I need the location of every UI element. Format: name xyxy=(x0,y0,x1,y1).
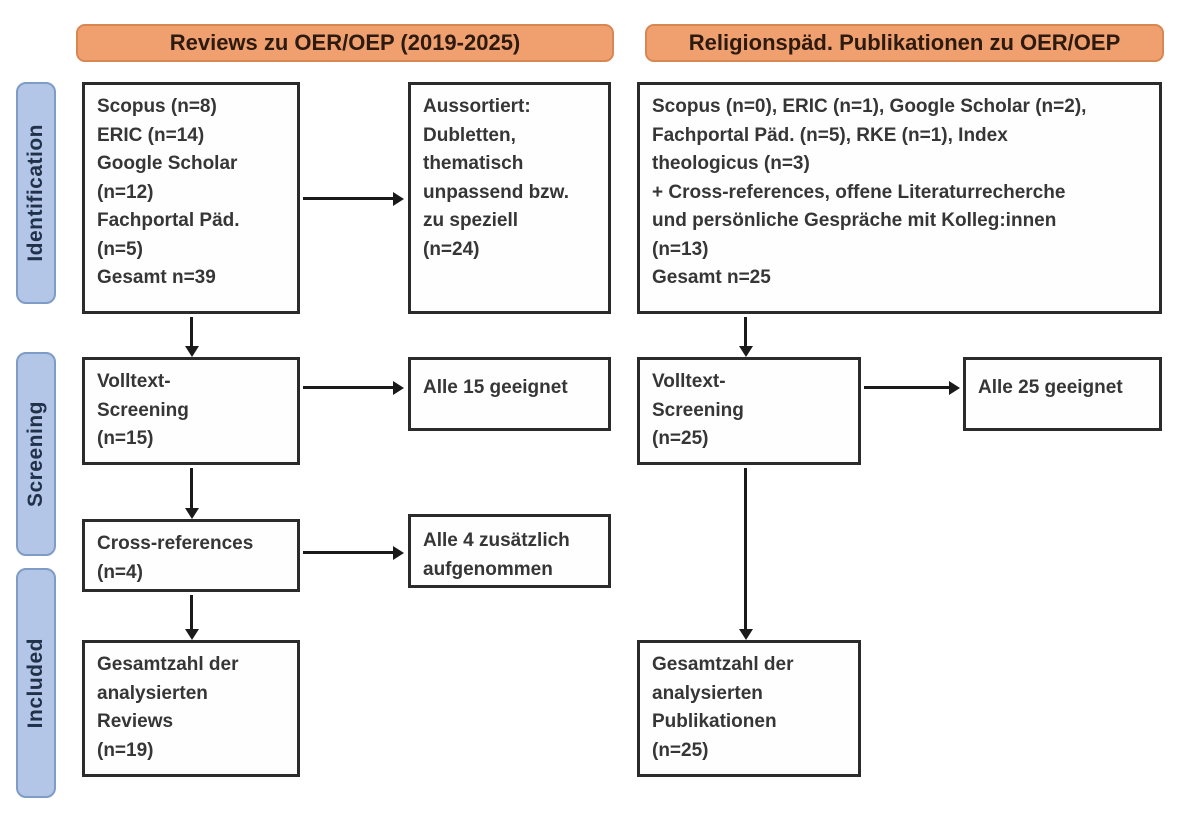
box-right-included-total: Gesamtzahl der analysierten Publikatione… xyxy=(637,640,861,777)
arrow-left-sources-to-excluded xyxy=(303,191,404,206)
column-header-right: Religionspäd. Publikationen zu OER/OEP xyxy=(645,24,1164,62)
box-right-fulltext-result: Alle 25 geeignet xyxy=(963,357,1162,431)
arrow-left-crossref-to-total xyxy=(184,595,199,640)
arrow-right-fulltext-to-result xyxy=(864,380,960,395)
arrow-right-sources-to-fulltext xyxy=(738,317,753,357)
box-left-excluded: Aussortiert: Dubletten, thematisch unpas… xyxy=(408,82,611,314)
arrow-right-fulltext-to-total xyxy=(738,468,753,640)
arrow-left-fulltext-to-crossref xyxy=(184,468,199,519)
box-right-identification-sources: Scopus (n=0), ERIC (n=1), Google Scholar… xyxy=(637,82,1162,314)
box-left-identification-sources: Scopus (n=8) ERIC (n=14) Google Scholar … xyxy=(82,82,300,314)
stage-label-included: Included xyxy=(24,637,47,729)
arrow-left-crossref-to-result xyxy=(303,545,404,560)
stage-bar-identification: Identification xyxy=(16,82,56,304)
box-right-fulltext-screening: Volltext- Screening (n=25) xyxy=(637,357,861,465)
stage-bar-included: Included xyxy=(16,568,56,798)
column-header-left: Reviews zu OER/OEP (2019-2025) xyxy=(76,24,614,62)
stage-label-screening: Screening xyxy=(24,400,47,508)
box-left-cross-references: Cross-references (n=4) xyxy=(82,519,300,592)
arrow-left-sources-to-fulltext xyxy=(184,317,199,357)
stage-bar-screening: Screening xyxy=(16,352,56,556)
box-left-fulltext-result: Alle 15 geeignet xyxy=(408,357,611,431)
box-left-fulltext-screening: Volltext- Screening (n=15) xyxy=(82,357,300,465)
box-left-cross-references-result: Alle 4 zusätzlich aufgenommen xyxy=(408,514,611,588)
arrow-left-fulltext-to-result xyxy=(303,380,404,395)
stage-label-identification: Identification xyxy=(24,124,47,262)
box-left-included-total: Gesamtzahl der analysierten Reviews (n=1… xyxy=(82,640,300,777)
